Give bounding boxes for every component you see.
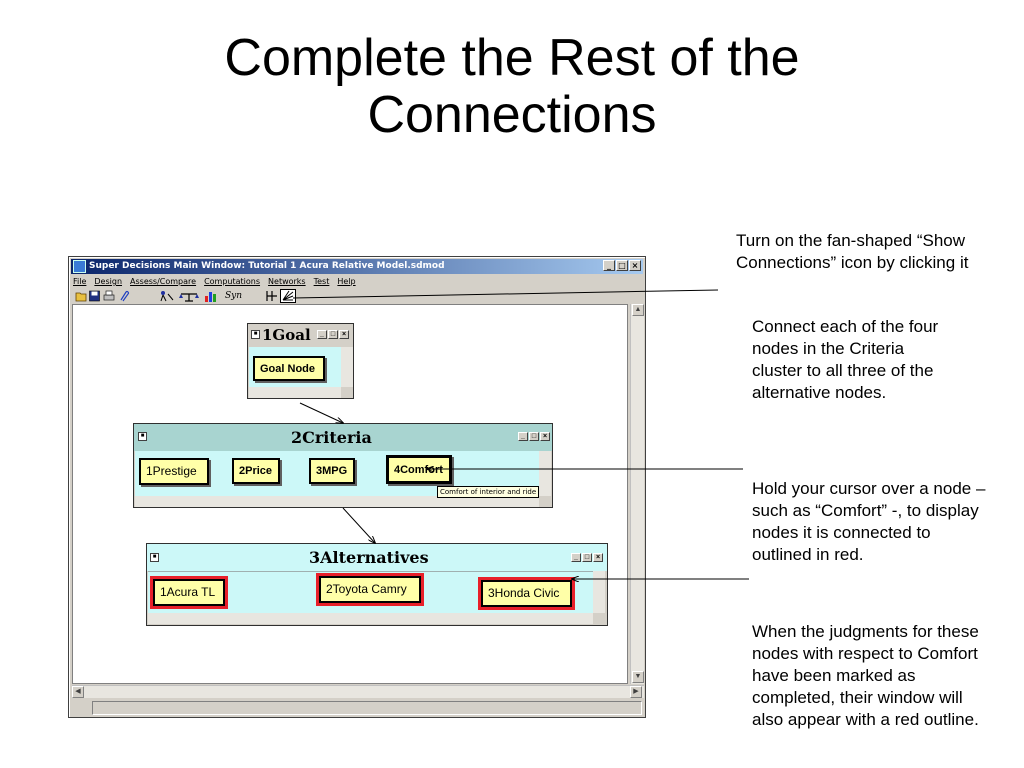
cluster-alternatives[interactable]: ■ 3Alternatives _ □ × 1Acura TL 2Toyota … [146, 543, 608, 626]
cluster-maximize-button[interactable]: □ [529, 432, 539, 441]
syn-label[interactable]: Syn [225, 291, 243, 301]
cluster-minimize-button[interactable]: _ [571, 553, 581, 562]
cluster-goal-hscroll[interactable] [249, 387, 341, 398]
cluster-minimize-button[interactable]: _ [518, 432, 528, 441]
fan-connections-icon[interactable] [280, 289, 296, 303]
cluster-criteria-header: ■ 2Criteria _ □ × [134, 424, 552, 451]
node-price[interactable]: 2Price [232, 458, 280, 484]
menu-test[interactable]: Test [313, 277, 330, 286]
menu-networks[interactable]: Networks [268, 277, 306, 286]
minimize-button[interactable]: _ [603, 260, 615, 271]
folder-open-icon[interactable] [75, 290, 87, 302]
scroll-right-icon[interactable]: ▶ [630, 686, 642, 698]
hierarchy-icon[interactable] [159, 290, 175, 302]
close-button[interactable]: × [629, 260, 641, 271]
note-judgments: When the judgments for these nodes with … [752, 622, 979, 729]
slide-title-line1: Complete the Rest of the [224, 29, 800, 87]
scroll-down-icon[interactable]: ▼ [632, 671, 644, 683]
cluster-criteria[interactable]: ■ 2Criteria _ □ × 1Prestige 2Price 3MPG … [133, 423, 553, 508]
status-field [92, 701, 642, 715]
horizontal-scrollbar[interactable]: ◀ ▶ [72, 685, 644, 698]
scroll-up-icon[interactable]: ▲ [632, 304, 644, 316]
save-icon[interactable] [89, 290, 100, 302]
cluster-menu-icon[interactable]: ■ [251, 330, 260, 339]
menu-computations[interactable]: Computations [204, 277, 261, 286]
note-hover: Hold your cursor over a node – such as “… [752, 479, 986, 564]
print-icon[interactable] [103, 290, 115, 302]
node-toyota-camry[interactable]: 2Toyota Camry [319, 576, 421, 603]
app-icon [73, 260, 86, 273]
window-title: Super Decisions Main Window: Tutorial 1 … [89, 261, 445, 271]
cluster-close-button[interactable]: × [540, 432, 550, 441]
menu-assess-compare[interactable]: Assess/Compare [130, 277, 197, 286]
menu-bar: File Design Assess/Compare Computations … [73, 275, 356, 289]
cluster-close-button[interactable]: × [593, 553, 603, 562]
cluster-goal[interactable]: ■ 1Goal _ □ × Goal Node [247, 323, 354, 399]
cluster-alternatives-vscroll[interactable] [593, 571, 605, 613]
slide-title: Complete the Rest of the Connections [0, 30, 1024, 144]
maximize-button[interactable]: □ [616, 260, 628, 271]
compare-icon[interactable] [179, 290, 199, 302]
window-titlebar[interactable]: Super Decisions Main Window: Tutorial 1 … [71, 259, 643, 274]
cluster-criteria-title: 2Criteria [291, 428, 372, 447]
scroll-left-icon[interactable]: ◀ [72, 686, 84, 698]
cluster-criteria-vscroll[interactable] [539, 451, 551, 496]
cluster-menu-icon[interactable]: ■ [150, 553, 159, 562]
node-honda-civic[interactable]: 3Honda Civic [481, 580, 572, 607]
slide-title-line2: Connections [367, 86, 657, 144]
menu-help[interactable]: Help [337, 277, 356, 286]
menu-design[interactable]: Design [94, 277, 123, 286]
cluster-layout-icon[interactable] [265, 290, 279, 302]
chart-icon[interactable] [204, 290, 218, 302]
cluster-alternatives-title: 3Alternatives [309, 548, 429, 567]
toolbar: Syn [73, 289, 633, 303]
menu-file[interactable]: File [73, 277, 87, 286]
node-tooltip: Comfort of interior and ride [437, 486, 540, 498]
cluster-alternatives-header: ■ 3Alternatives _ □ × [147, 544, 607, 571]
cluster-maximize-button[interactable]: □ [328, 330, 338, 339]
cluster-criteria-hscroll[interactable] [135, 496, 539, 507]
node-acura-tl[interactable]: 1Acura TL [153, 579, 225, 606]
node-comfort[interactable]: 4Comfort [386, 455, 452, 484]
node-prestige[interactable]: 1Prestige [139, 458, 209, 485]
status-bar [72, 700, 644, 716]
cluster-minimize-button[interactable]: _ [317, 330, 327, 339]
note-connect-nodes: Connect each of the four nodes in the Cr… [752, 317, 939, 402]
node-goal[interactable]: Goal Node [253, 356, 325, 381]
node-mpg[interactable]: 3MPG [309, 458, 355, 484]
cluster-alternatives-hscroll[interactable] [148, 613, 593, 624]
paperclip-icon[interactable] [118, 290, 130, 302]
cluster-menu-icon[interactable]: ■ [138, 432, 147, 441]
cluster-goal-vscroll[interactable] [341, 347, 353, 387]
cluster-close-button[interactable]: × [339, 330, 349, 339]
cluster-maximize-button[interactable]: □ [582, 553, 592, 562]
vertical-scrollbar[interactable]: ▲ ▼ [630, 304, 644, 684]
cluster-goal-title: 1Goal [262, 326, 311, 344]
note-show-connections: Turn on the fan-shaped “Show Connections… [736, 231, 969, 272]
cluster-goal-header: ■ 1Goal _ □ × [248, 324, 353, 346]
